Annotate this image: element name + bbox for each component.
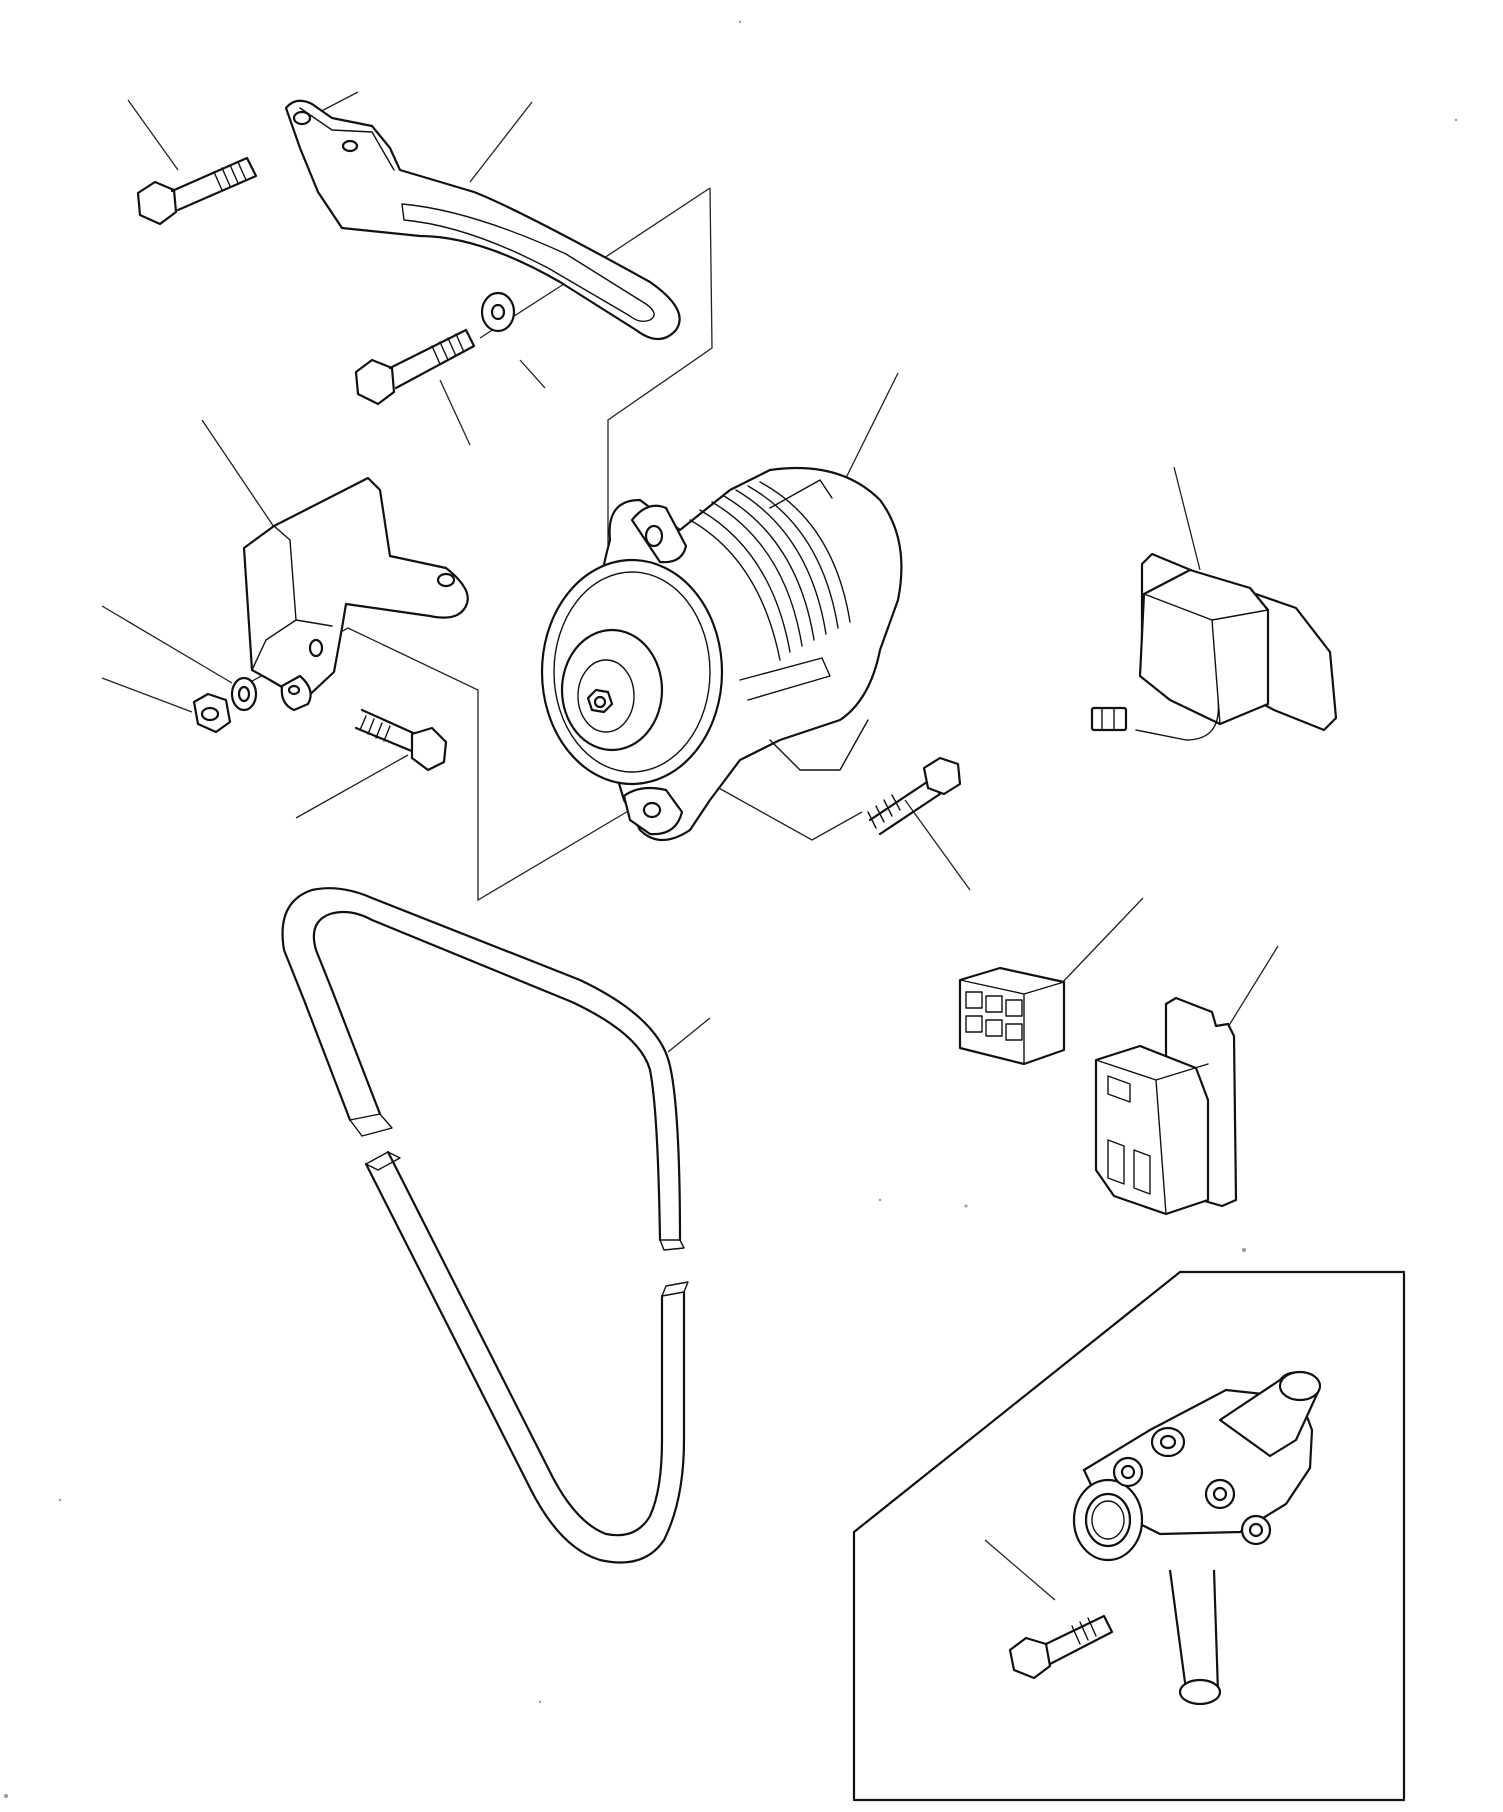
water-outlet-box — [852, 1270, 1406, 1802]
relay-icon — [1094, 996, 1238, 1216]
bolt-icon — [867, 756, 962, 836]
bolt-icon — [354, 328, 476, 406]
leader-lines — [101, 91, 1279, 1601]
v-belt-icon — [281, 887, 689, 1564]
washer-icon — [230, 676, 258, 712]
hex-nut-icon — [192, 692, 232, 734]
water-outlet-icon — [1072, 1370, 1322, 1706]
scan-specks — [4, 20, 1458, 1798]
adjust-bracket-icon — [284, 99, 681, 341]
six-pin-connector-icon — [958, 966, 1066, 1066]
bolt-icon — [354, 708, 448, 772]
regulator-icon — [1090, 552, 1338, 741]
mount-bracket-icon — [242, 476, 469, 712]
alternator-icon — [540, 466, 903, 842]
bolt-icon — [1008, 1614, 1114, 1680]
bolt-icon — [136, 156, 258, 226]
washer-icon — [480, 291, 516, 333]
